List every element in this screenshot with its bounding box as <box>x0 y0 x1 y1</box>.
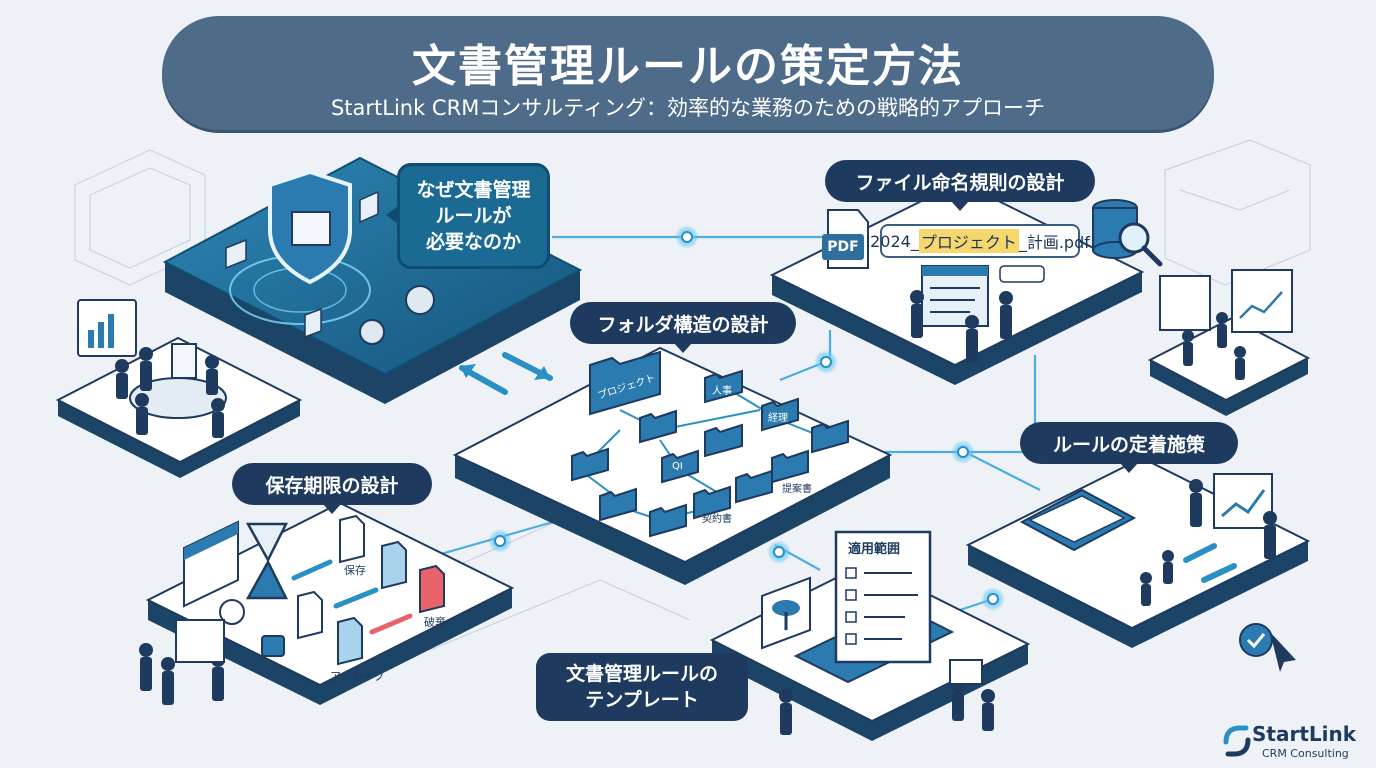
folder-label: 契約書 <box>702 514 732 525</box>
retention-label: アーカイブ <box>330 670 385 683</box>
document-icon <box>297 514 445 666</box>
file-name-highlight: プロジェクト <box>918 229 1019 253</box>
platform-analytics <box>1147 269 1311 416</box>
logo-subtitle: CRM Consulting <box>1262 747 1349 760</box>
page-subtitle: StartLink CRMコンサルティング：効率的な業務のための戦略的アプローチ <box>330 96 1046 120</box>
clock-icon <box>219 599 245 625</box>
gear-icon <box>359 319 386 345</box>
arrow-icon <box>459 352 553 395</box>
title-banner: 文書管理ルールの策定方法 StartLink CRMコンサルティング：効率的な業… <box>162 16 1214 130</box>
lock-icon <box>261 635 285 657</box>
folder-label: QI <box>672 461 683 472</box>
checklist-document <box>834 530 932 664</box>
checklist-title: 適用範囲 <box>848 542 901 557</box>
callout-why: なぜ文書管理 ルールが 必要なのか <box>386 163 550 269</box>
folder-icon <box>571 350 849 538</box>
platform-file-naming <box>769 180 1163 385</box>
label-folder: フォルダ構造の設計 <box>570 302 796 353</box>
folder-label: 経理 <box>768 413 788 424</box>
logo-icon <box>1223 725 1251 757</box>
connector-dots <box>488 225 1005 611</box>
calendar-icon <box>183 520 239 608</box>
folder-label: 人事 <box>712 386 732 397</box>
platform-template <box>709 530 1031 741</box>
platform-retention <box>139 501 515 705</box>
badge-icon <box>1239 623 1296 672</box>
logo-name: StartLink <box>1252 722 1357 746</box>
file-name-prefix: 2024_ <box>870 231 919 251</box>
clipboard-icon <box>1019 488 1137 552</box>
hourglass-icon <box>245 522 289 600</box>
magnifier-icon <box>1118 222 1163 267</box>
platform-meeting <box>55 299 303 478</box>
platform-adoption <box>965 456 1311 672</box>
label-template: 文書管理ルールの テンプレート <box>536 653 748 721</box>
cloud-upload-icon <box>761 576 811 650</box>
folder-label: 提案書 <box>782 484 812 495</box>
label-template-text: 文書管理ルールの テンプレート <box>565 663 718 711</box>
pdf-badge: PDF <box>822 234 864 260</box>
label-file-naming: ファイル命名規則の設計 <box>825 160 1095 211</box>
retention-label: 保存 <box>344 564 366 577</box>
retention-label: 破棄 <box>424 616 446 629</box>
label-adoption: ルールの定着施策 <box>1020 422 1238 473</box>
file-name-example: 2024_プロジェクト_計画.pdf <box>870 224 1090 258</box>
label-retention: 保存期限の設計 <box>232 463 432 514</box>
page-title: 文書管理ルールの策定方法 <box>412 41 964 92</box>
callout-why-text: なぜ文書管理 ルールが 必要なのか <box>416 179 531 253</box>
gear-icon <box>405 285 436 315</box>
file-name-suffix: _計画.pdf <box>1018 233 1090 252</box>
platform-folder <box>452 346 893 585</box>
